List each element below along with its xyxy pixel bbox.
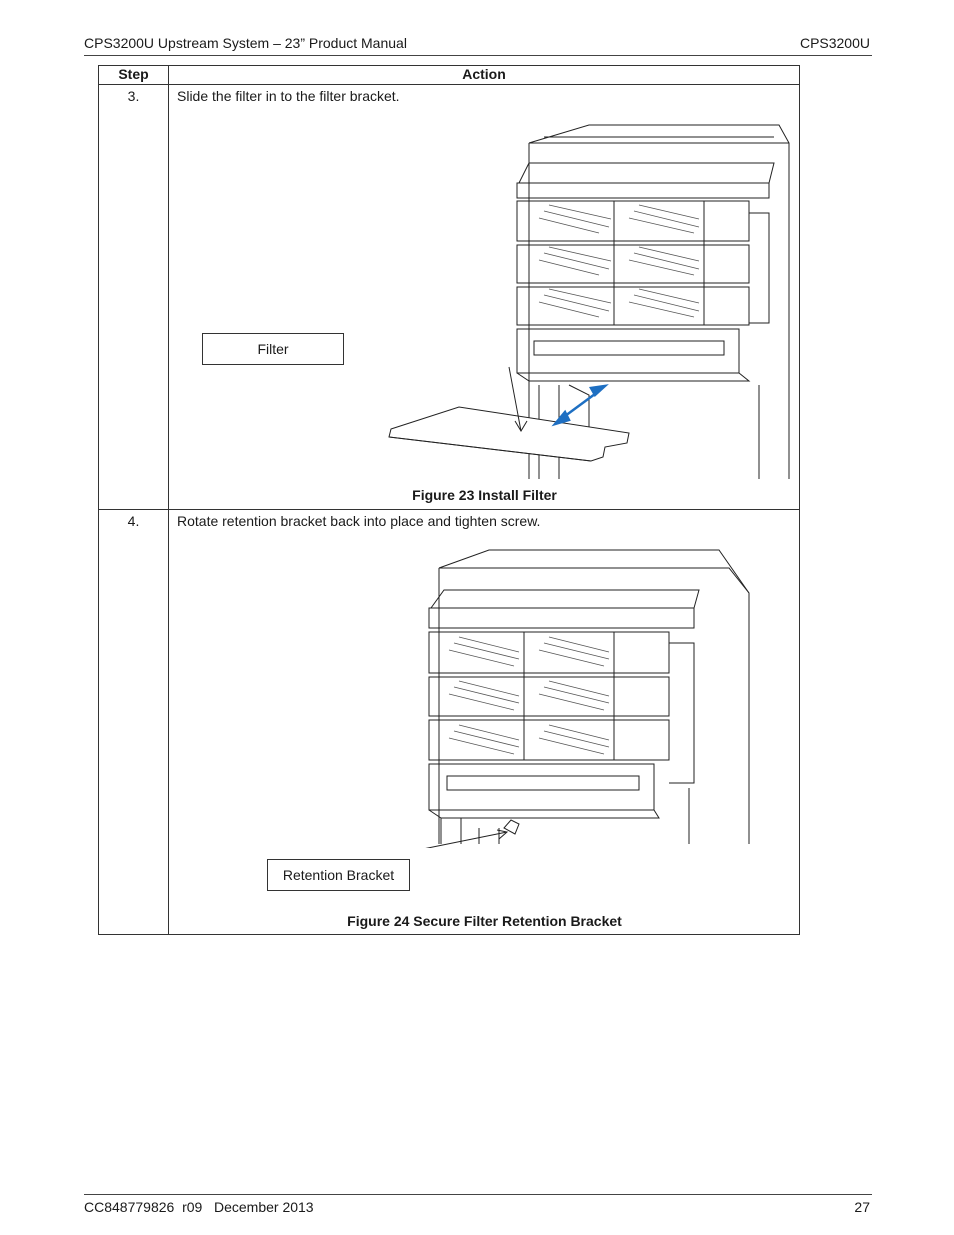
shelf-unit [516, 200, 770, 326]
step-instruction: Rotate retention bracket back into place… [177, 513, 541, 529]
step-action-cell: Slide the filter in to the filter bracke… [168, 84, 800, 510]
retention-bracket-figure [425, 549, 750, 848]
header-title: CPS3200U Upstream System – 23” Product M… [84, 35, 407, 51]
callout-filter: Filter [202, 333, 344, 365]
column-header-action: Action [168, 65, 800, 85]
insert-direction-arrow [551, 384, 609, 427]
step-action-cell: Rotate retention bracket back into place… [168, 509, 800, 935]
step-instruction: Slide the filter in to the filter bracke… [177, 88, 400, 104]
procedure-table: Step Action 3. Slide the filter in to th… [98, 65, 800, 935]
page-header: CPS3200U Upstream System – 23” Product M… [84, 35, 872, 56]
column-header-step: Step [98, 65, 169, 85]
install-filter-figure [388, 124, 790, 479]
table-row: 4. Rotate retention bracket back into pl… [98, 509, 800, 935]
figure-caption: Figure 24 Secure Filter Retention Bracke… [347, 913, 622, 929]
page-footer: CC848779826 r09 December 2013 27 [84, 1194, 872, 1219]
retention-bracket [503, 819, 520, 835]
step-number: 3. [98, 84, 169, 510]
document-id: CC848779826 r09 December 2013 [84, 1199, 314, 1215]
figure-caption: Figure 23 Install Filter [412, 487, 557, 503]
filter-panel [388, 406, 630, 462]
step-number: 4. [98, 509, 169, 935]
page-number: 27 [854, 1199, 870, 1215]
callout-retention-bracket: Retention Bracket [267, 859, 410, 891]
table-row: 3. Slide the filter in to the filter bra… [98, 84, 800, 510]
header-product: CPS3200U [799, 35, 870, 51]
table-header-row: Step Action [98, 65, 800, 85]
shelf-unit [428, 631, 695, 784]
